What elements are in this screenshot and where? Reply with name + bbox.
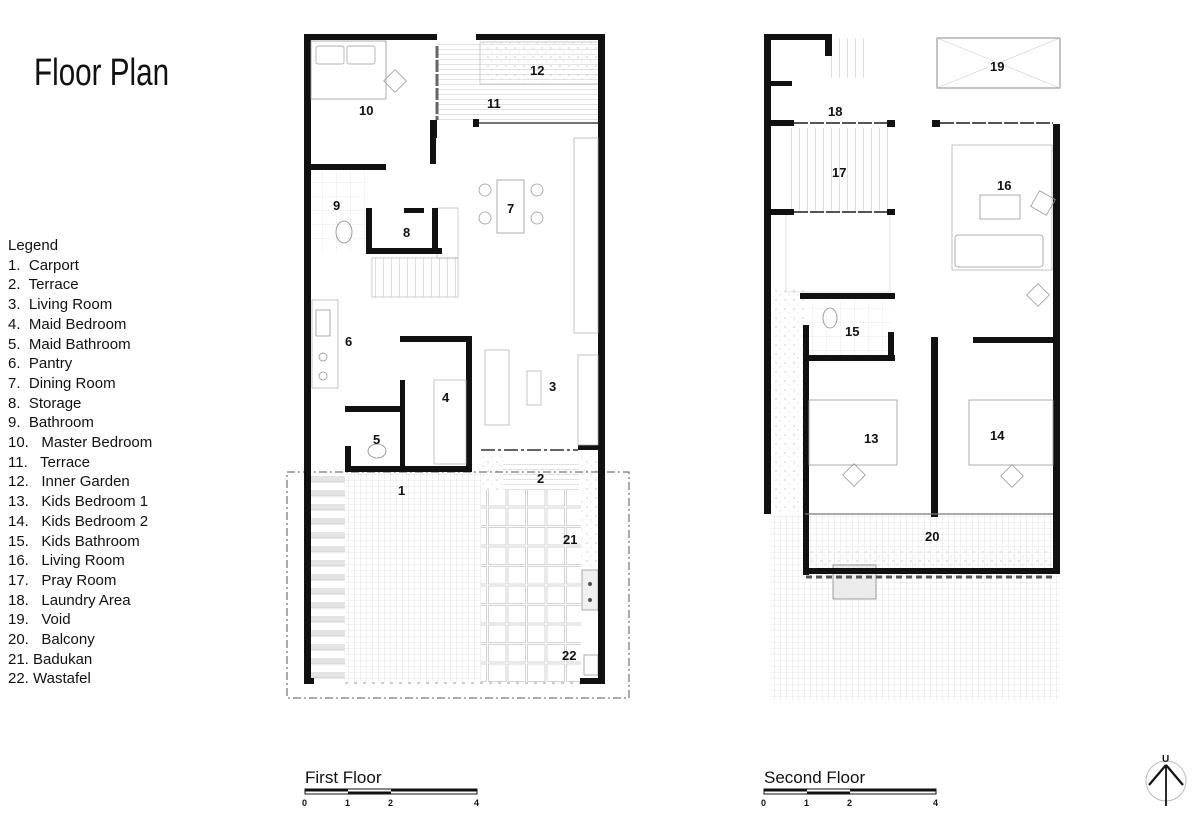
- legend-item: 20. Balcony: [8, 631, 95, 649]
- svg-text:2: 2: [388, 798, 393, 808]
- room-label-18: 18: [828, 104, 842, 119]
- legend-item: 22. Wastafel: [8, 670, 91, 688]
- room-label-4: 4: [442, 390, 450, 405]
- room-label-3: 3: [549, 379, 556, 394]
- legend-item: 11. Terrace: [8, 453, 91, 471]
- room-label-15: 15: [845, 324, 859, 339]
- room-label-11: 11: [487, 96, 501, 111]
- first-floor-plan: 1 2 3 4 5 6 7 8 9 10 11 12 21 22: [286, 34, 630, 699]
- north-label: U: [1162, 754, 1169, 765]
- north-arrow-icon: U: [1145, 754, 1187, 806]
- legend-item: 19. Void: [8, 611, 71, 629]
- room-label-8: 8: [403, 225, 410, 240]
- legend-item: 16. Living Room: [8, 552, 125, 570]
- room-label-6: 6: [345, 334, 352, 349]
- svg-text:0: 0: [761, 798, 766, 808]
- svg-text:4: 4: [474, 798, 479, 808]
- room-label-7: 7: [507, 201, 514, 216]
- room-label-10: 10: [359, 103, 373, 118]
- room-label-17: 17: [832, 165, 846, 180]
- svg-text:0: 0: [302, 798, 307, 808]
- legend-item: 4. Maid Bedroom: [8, 315, 127, 333]
- legend-item: 5. Maid Bathroom: [8, 335, 131, 353]
- room-label-22: 22: [562, 648, 576, 663]
- legend-item: 17. Pray Room: [8, 571, 117, 589]
- second-floor-plan: 13 14 15 16 17 18 19 20: [764, 34, 1061, 700]
- legend-item: 1. Carport: [8, 256, 79, 274]
- legend-item: 2. Terrace: [8, 276, 79, 294]
- legend: Legend 1. Carport 2. Terrace 3. Living R…: [8, 236, 152, 689]
- room-label-21: 21: [563, 532, 577, 547]
- legend-item: 13. Kids Bedroom 1: [8, 493, 149, 511]
- room-label-14: 14: [990, 428, 1005, 443]
- room-label-19: 19: [990, 59, 1004, 74]
- legend-item: 14. Kids Bedroom 2: [8, 512, 149, 530]
- svg-text:1: 1: [804, 798, 809, 808]
- legend-item: 21. Badukan: [8, 650, 93, 668]
- legend-item: 15. Kids Bathroom: [8, 532, 140, 550]
- second-floor-label: Second Floor: [764, 768, 866, 787]
- room-label-13: 13: [864, 431, 878, 446]
- legend-header: Legend: [8, 237, 59, 254]
- room-label-16: 16: [997, 178, 1011, 193]
- page-title: Floor Plan: [34, 52, 170, 94]
- legend-item: 12. Inner Garden: [8, 473, 130, 491]
- legend-item: 10. Master Bedroom: [8, 434, 153, 452]
- svg-text:4: 4: [933, 798, 938, 808]
- room-label-1: 1: [398, 483, 405, 498]
- second-floor-scale-bar: 0 1 2 4: [761, 788, 938, 808]
- legend-item: 9. Bathroom: [8, 414, 94, 432]
- legend-item: 18. Laundry Area: [8, 591, 131, 609]
- room-label-20: 20: [925, 529, 939, 544]
- legend-item: 6. Pantry: [8, 355, 73, 373]
- svg-text:1: 1: [345, 798, 350, 808]
- legend-item: 7. Dining Room: [8, 374, 116, 392]
- svg-text:2: 2: [847, 798, 852, 808]
- room-label-12: 12: [530, 63, 544, 78]
- room-label-5: 5: [373, 432, 380, 447]
- first-floor-label: First Floor: [305, 768, 382, 787]
- room-label-9: 9: [333, 198, 340, 213]
- room-label-2: 2: [537, 471, 544, 486]
- first-floor-scale-bar: 0 1 2 4: [302, 788, 479, 808]
- legend-item: 8. Storage: [8, 394, 82, 412]
- legend-item: 3. Living Room: [8, 296, 113, 314]
